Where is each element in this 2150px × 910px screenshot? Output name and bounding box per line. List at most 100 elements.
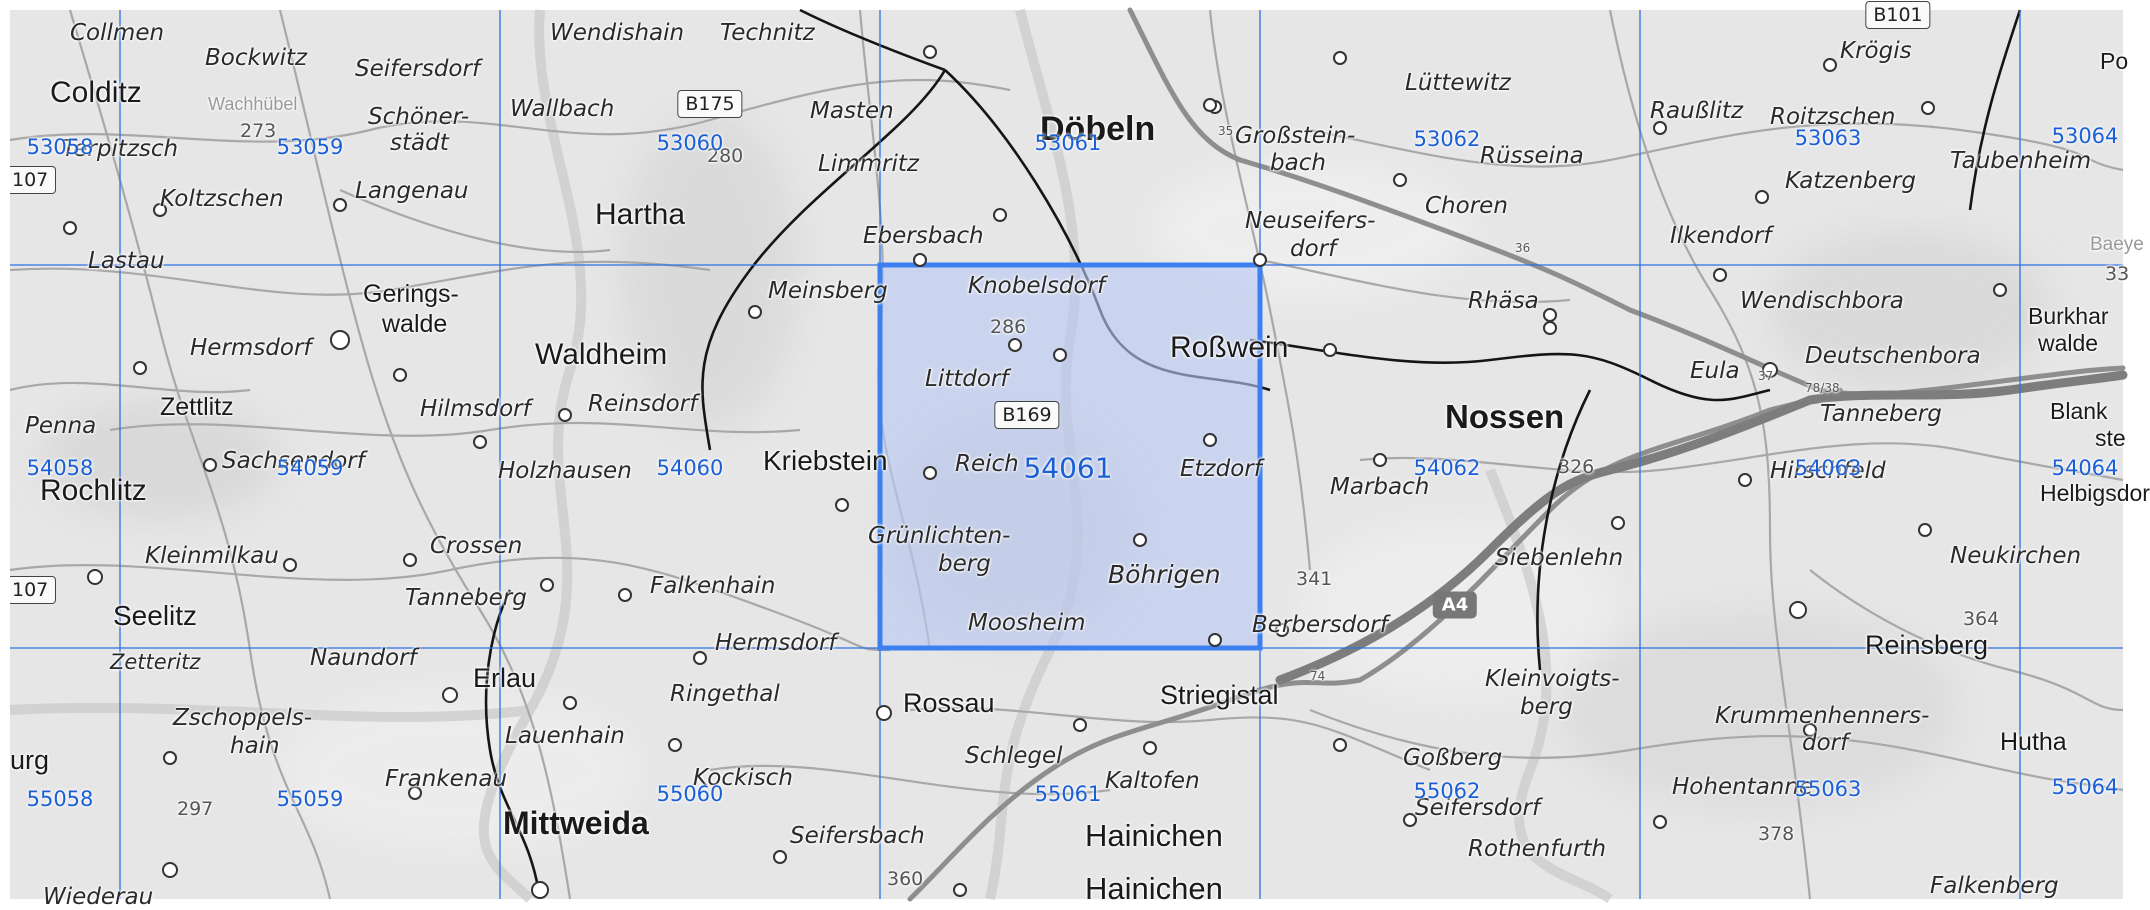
place-label-collmen: Collmen: [70, 20, 165, 46]
grid-sheet-label-53061[interactable]: 53061: [1034, 131, 1102, 155]
place-label-erlau: Erlau: [473, 663, 537, 693]
grid-sheet-label-54062[interactable]: 54062: [1413, 456, 1481, 480]
grid-sheet-label-54059[interactable]: 54059: [276, 456, 344, 480]
place-label-staedt: städt: [390, 130, 449, 156]
place-label-kockisch: Kockisch: [693, 765, 793, 791]
place-label-rosswein: Roßwein: [1170, 331, 1289, 364]
place-label-baeye: Baeye: [2090, 234, 2144, 255]
place-label-moosheim: Moosheim: [968, 610, 1086, 636]
place-label-wachhuebel: Wachhübel: [208, 94, 298, 114]
place-label-hartha: Hartha: [595, 198, 686, 231]
place-label-terpitzsch: Terpitzsch: [62, 136, 179, 162]
map-basemap: [9, 7, 2128, 904]
place-label-grossberg: Goßberg: [1403, 745, 1503, 771]
place-label-neukirchen: Neukirchen: [1950, 543, 2082, 569]
grid-sheet-label-54060[interactable]: 54060: [656, 456, 724, 480]
place-label-hermsdorf-2: Hermsdorf: [715, 630, 837, 656]
place-label-kleinvoigts: Kleinvoigts-: [1485, 666, 1620, 692]
place-label-falkenberg: Falkenberg: [1930, 873, 2059, 899]
place-label-naundorf: Naundorf: [310, 645, 417, 671]
place-label-burkhar: Burkhar: [2028, 303, 2109, 329]
place-label-elev-364: 364: [1963, 608, 2000, 630]
place-label-ruesseina: Rüsseina: [1480, 143, 1584, 169]
place-label-kleinmilkau: Kleinmilkau: [145, 543, 279, 569]
place-label-berg: berg: [938, 551, 991, 577]
grid-sheet-label-55063[interactable]: 55063: [1794, 777, 1862, 801]
place-label-reich: Reich: [955, 451, 1019, 477]
place-label-boehrigen: Böhrigen: [1108, 560, 1221, 589]
place-label-berbersdorf: Berbersdorf: [1252, 612, 1388, 638]
place-label-zschoppels: Zschoppels-: [173, 705, 313, 731]
place-label-zettlitz: Zettlitz: [160, 393, 234, 421]
road-shield-b101: B101: [1865, 1, 1931, 29]
place-label-hain: hain: [230, 733, 280, 759]
place-label-walde: walde: [382, 310, 448, 338]
place-label-elev-297: 297: [177, 798, 214, 820]
grid-sheet-label-53060[interactable]: 53060: [656, 131, 724, 155]
place-label-striegistal: Striegistal: [1160, 680, 1279, 710]
place-label-hainichen: Hainichen: [1085, 818, 1223, 853]
place-label-frankenau: Frankenau: [385, 766, 508, 792]
place-label-road-33: 33: [2105, 263, 2130, 285]
place-label-ringethal: Ringethal: [670, 681, 780, 707]
place-label-berg-2: berg: [1520, 694, 1573, 720]
place-label-marbach: Marbach: [1330, 474, 1430, 500]
place-label-dorf: dorf: [1290, 236, 1337, 262]
grid-sheet-label-54061[interactable]: 54061: [1023, 451, 1113, 485]
place-label-raussblitz: Raußlitz: [1650, 98, 1744, 124]
grid-sheet-label-54063[interactable]: 54063: [1794, 456, 1862, 480]
place-label-rochlitz: Rochlitz: [40, 474, 147, 507]
place-label-kriebstein: Kriebstein: [763, 445, 888, 476]
grid-sheet-label-55060[interactable]: 55060: [656, 782, 724, 806]
place-label-littdorf: Littdorf: [925, 366, 1009, 392]
place-label-walde-2: walde: [2038, 330, 2099, 356]
place-label-ste: ste: [2095, 425, 2126, 451]
grid-sheet-label-54058[interactable]: 54058: [26, 456, 94, 480]
place-label-masten: Masten: [810, 98, 894, 124]
place-label-dorf-2: dorf: [1802, 730, 1849, 756]
place-label-hilmsdorf: Hilmsdorf: [420, 396, 531, 422]
grid-sheet-label-53063[interactable]: 53063: [1794, 126, 1862, 150]
place-label-falkenhain: Falkenhain: [650, 573, 776, 599]
place-label-holzhausen: Holzhausen: [498, 458, 632, 484]
place-label-langenau: Langenau: [355, 178, 469, 204]
grid-sheet-label-53058[interactable]: 53058: [26, 135, 94, 159]
place-label-lauenhain: Lauenhain: [505, 723, 625, 749]
place-label-colditz: Colditz: [50, 76, 142, 109]
grid-sheet-label-53062[interactable]: 53062: [1413, 127, 1481, 151]
place-label-tanneberg-1: Tanneberg: [1820, 401, 1942, 427]
place-label-knobelsdorf: Knobelsdorf: [968, 273, 1106, 299]
place-label-elev-273: 273: [240, 120, 277, 142]
place-label-katzenberg: Katzenberg: [1785, 168, 1916, 194]
place-label-rhaesa: Rhäsa: [1468, 288, 1539, 314]
place-label-road-36: 36: [1515, 241, 1531, 255]
road-shield-b107-a: 107: [10, 166, 57, 194]
grid-sheet-label-53059[interactable]: 53059: [276, 135, 344, 159]
motorway-a4: [1275, 370, 2128, 685]
grid-sheet-label-53064[interactable]: 53064: [2051, 124, 2119, 148]
place-label-limmritz: Limmritz: [818, 151, 919, 177]
grid-sheet-label-54064[interactable]: 54064: [2051, 456, 2119, 480]
place-label-siebenlehn: Siebenlehn: [1495, 545, 1624, 571]
place-label-technitz: Technitz: [720, 20, 815, 46]
place-label-meinsberg: Meinsberg: [768, 278, 888, 304]
place-label-hutha: Hutha: [2000, 728, 2067, 756]
grid-sheet-label-55058[interactable]: 55058: [26, 787, 94, 811]
selected-sheet-highlight: [877, 262, 1263, 651]
grid-sheet-label-55062[interactable]: 55062: [1413, 779, 1481, 803]
place-label-bach: bach: [1270, 150, 1326, 176]
place-label-koltzschen: Koltzschen: [160, 186, 284, 212]
grid-sheet-label-55061[interactable]: 55061: [1034, 782, 1102, 806]
place-label-bockwitz: Bockwitz: [205, 45, 308, 71]
place-label-blank: Blank: [2050, 398, 2108, 424]
place-label-elev-378: 378: [1758, 823, 1795, 845]
grid-sheet-label-55064[interactable]: 55064: [2051, 775, 2119, 799]
road-shield-b107-b: 107: [10, 576, 57, 604]
place-label-po: Po: [2100, 48, 2129, 74]
grid-sheet-label-55059[interactable]: 55059: [276, 787, 344, 811]
terrain-shading: [40, 110, 2050, 850]
place-label-schoener: Schöner-: [368, 104, 470, 130]
place-label-gerings: Gerings-: [363, 280, 459, 308]
place-label-wendishain: Wendishain: [550, 20, 685, 46]
